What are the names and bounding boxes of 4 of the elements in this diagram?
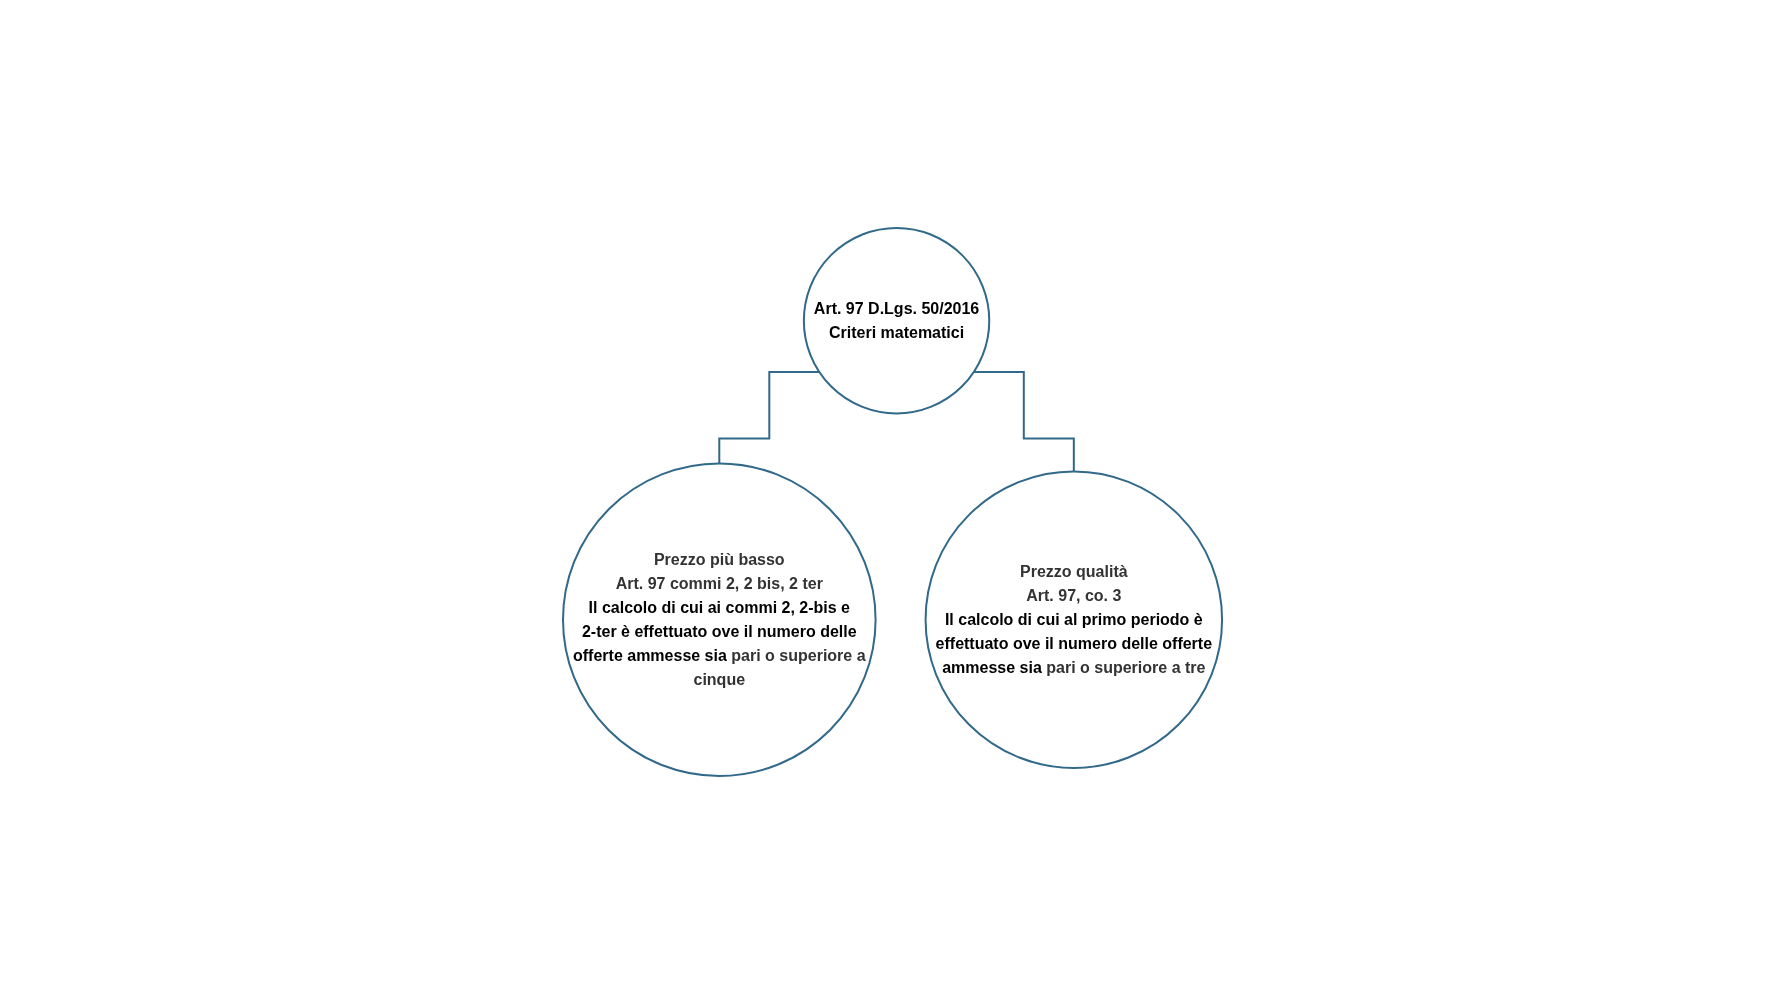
node-circle: Art. 97 D.Lgs. 50/2016 Criteri matematici: [803, 226, 991, 414]
node-circle: Prezzo più basso Art. 97 commi 2, 2 bis, 2 ter Il calcolo di cui ai commi 2, 2-bis e 2-ter è effettuato ove il numero delle offerte ammesse sia pari o superiore a cinque: [562, 461, 878, 777]
node-circle: Prezzo qualità Art. 97, co. 3 Il calcolo di cui al primo periodo è effettuato ove il numero delle offerte ammesse sia pari o superiore a tre: [925, 469, 1224, 769]
connector: [718, 370, 821, 464]
